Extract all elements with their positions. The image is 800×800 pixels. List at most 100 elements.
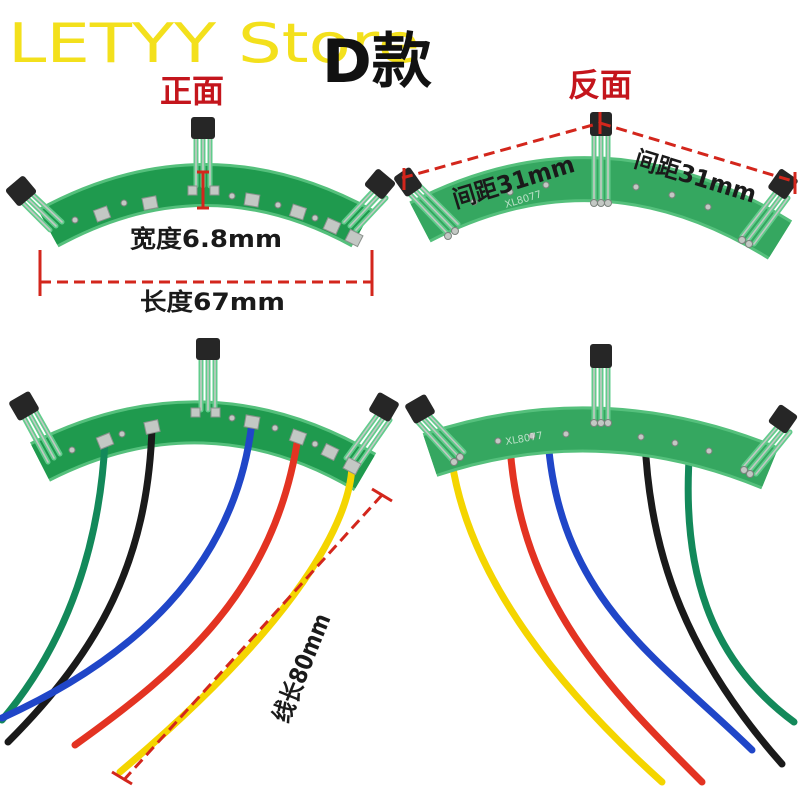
hall-sensor-right: [343, 392, 399, 469]
solder-pads: [71, 185, 364, 248]
solder-pad: [92, 205, 112, 223]
via-hole: [528, 432, 536, 440]
solder-joint: [604, 199, 612, 207]
via-hole: [274, 201, 282, 209]
via-hole: [228, 414, 236, 422]
width-dimension: 宽度6.8mm: [130, 170, 282, 253]
solder-pad: [209, 185, 220, 196]
wire-black: [4, 423, 156, 746]
sensor-body: [196, 338, 220, 360]
solder-pad: [288, 203, 308, 221]
solder-joint: [604, 419, 612, 427]
solder-pad: [288, 428, 308, 446]
via-hole: [120, 199, 128, 207]
via-hole: [637, 433, 645, 441]
wire-length-dashed-line: [120, 493, 384, 784]
solder-pad: [243, 192, 261, 208]
hall-sensor-left: [9, 391, 63, 465]
via-hole: [632, 183, 640, 191]
length-label: 长度67mm: [140, 288, 285, 316]
sensor-legs: [593, 367, 609, 423]
sensor-body: [405, 394, 435, 424]
hall-sensor-left: [5, 176, 65, 233]
front-board-wired-panel: 线长80mm: [0, 338, 399, 786]
solder-pads: [68, 407, 362, 476]
sensor-legs: [403, 181, 459, 233]
via-holes: [444, 181, 753, 248]
hall-sensor-left: [394, 167, 461, 235]
via-hole: [311, 440, 319, 448]
via-hole: [704, 203, 712, 211]
via-hole: [470, 198, 478, 206]
hall-sensor-center: [590, 344, 612, 425]
spacing-dashed-line-right: [599, 121, 797, 184]
back-board-wired-panel: XL8077: [405, 344, 798, 786]
hall-sensor-right: [341, 169, 396, 233]
wire-red: [71, 433, 302, 749]
hall-sensor-left: [405, 394, 467, 463]
via-hole: [705, 447, 713, 455]
wire-blue: [0, 418, 256, 722]
solder-joint: [590, 419, 598, 427]
solder-joint: [745, 240, 753, 248]
width-label: 宽度6.8mm: [130, 225, 282, 253]
solder-joint: [597, 199, 605, 207]
hall-sensor-right: [739, 169, 798, 247]
store-watermark: LETYY Store: [8, 12, 420, 75]
via-hole: [506, 188, 514, 196]
sensor-body: [5, 176, 37, 206]
solder-pad: [320, 442, 340, 462]
solder-pad: [342, 456, 362, 476]
sensor-legs: [19, 191, 63, 231]
sensor-legs: [343, 189, 387, 231]
solder-joint: [450, 458, 458, 466]
solder-pad: [187, 185, 198, 196]
solder-joint: [590, 199, 598, 207]
solder-joint: [451, 227, 459, 235]
wire-green: [0, 437, 109, 724]
via-hole: [671, 439, 679, 447]
front-board-panel: 宽度6.8mm 长度67mm: [5, 117, 396, 316]
wire-black: [641, 436, 786, 768]
hall-sensor-center: [191, 117, 215, 189]
sensor-legs: [741, 191, 789, 245]
via-hole: [118, 430, 126, 438]
sensor-legs: [413, 411, 465, 461]
solder-joint: [456, 453, 464, 461]
solder-joint: [444, 232, 452, 240]
via-hole: [68, 446, 76, 454]
wire-green: [684, 441, 798, 726]
sensor-body: [590, 344, 612, 368]
wire-red: [506, 442, 706, 786]
solder-pad: [95, 432, 115, 450]
sensor-body: [191, 117, 215, 139]
solder-pad: [143, 419, 161, 435]
via-hole: [494, 437, 502, 445]
back-side-label: 反面: [568, 66, 632, 104]
sensor-body: [768, 169, 798, 199]
via-hole: [542, 181, 550, 189]
solder-pad: [190, 407, 201, 418]
hall-sensor-right: [741, 404, 798, 477]
sensor-body: [9, 391, 39, 421]
pcb-board-back: [423, 409, 778, 487]
sensor-body: [768, 404, 798, 434]
via-hole: [668, 191, 676, 199]
width-marker: [197, 170, 209, 210]
variant-title: D款: [322, 27, 432, 97]
sensor-legs: [345, 413, 391, 467]
solder-joint: [746, 470, 754, 478]
via-holes: [450, 419, 754, 478]
wire-length-marker-top: [371, 487, 393, 503]
solder-pad: [243, 414, 261, 430]
sensor-legs: [21, 407, 61, 463]
spacing-dashed-line-left: [401, 121, 601, 180]
sensor-legs: [593, 135, 609, 203]
sensor-body: [364, 169, 396, 199]
wire-blue: [544, 436, 756, 754]
via-hole: [228, 192, 236, 200]
sensor-body: [394, 167, 422, 197]
solder-joint: [740, 466, 748, 474]
length-dimension: 长度67mm: [38, 250, 374, 316]
